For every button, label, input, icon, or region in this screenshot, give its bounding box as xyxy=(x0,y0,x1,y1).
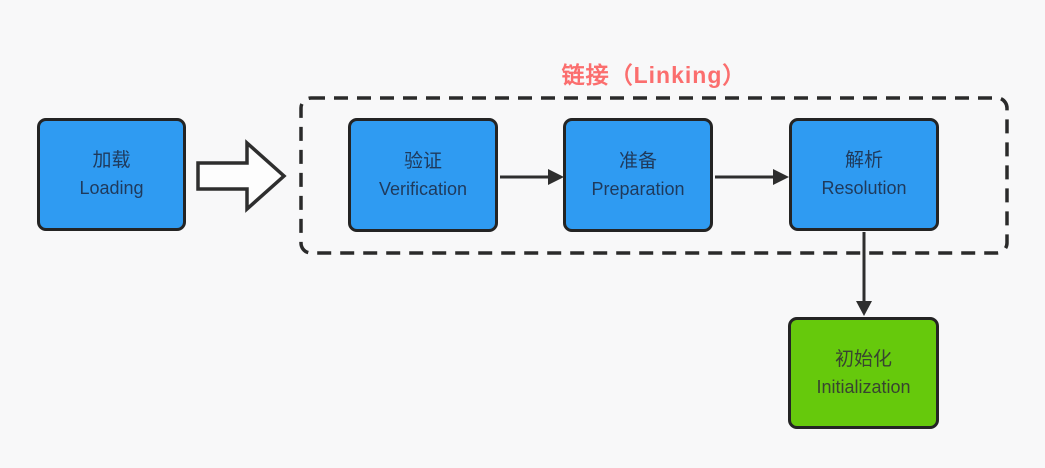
node-verification-label-zh: 验证 xyxy=(403,150,442,172)
arrow-verification-to-preparation xyxy=(500,169,564,185)
linking-group-border xyxy=(299,96,1009,255)
node-initialization: 初始化 Initialization xyxy=(788,317,939,429)
node-loading-label-zh: 加载 xyxy=(92,150,131,171)
big-hollow-arrow-icon xyxy=(196,139,287,213)
node-resolution: 解析 Resolution xyxy=(789,118,939,231)
node-verification-label-en: Verification xyxy=(378,178,468,199)
node-resolution-label-en: Resolution xyxy=(821,178,907,198)
node-loading: 加载 Loading xyxy=(37,118,186,231)
node-preparation-label-zh: 准备 xyxy=(618,150,657,172)
node-loading-label-en: Loading xyxy=(79,178,144,198)
arrow-preparation-to-resolution xyxy=(715,169,789,185)
node-preparation: 准备 Preparation xyxy=(563,118,713,232)
arrow-resolution-to-initialization xyxy=(856,232,872,316)
node-initialization-label-en: Initialization xyxy=(816,376,911,397)
node-verification: 验证 Verification xyxy=(348,118,498,232)
node-initialization-label-zh: 初始化 xyxy=(834,348,892,370)
linking-group-title: 链接（Linking） xyxy=(561,62,747,88)
node-resolution-label-zh: 解析 xyxy=(844,150,883,171)
node-preparation-label-en: Preparation xyxy=(591,178,685,199)
